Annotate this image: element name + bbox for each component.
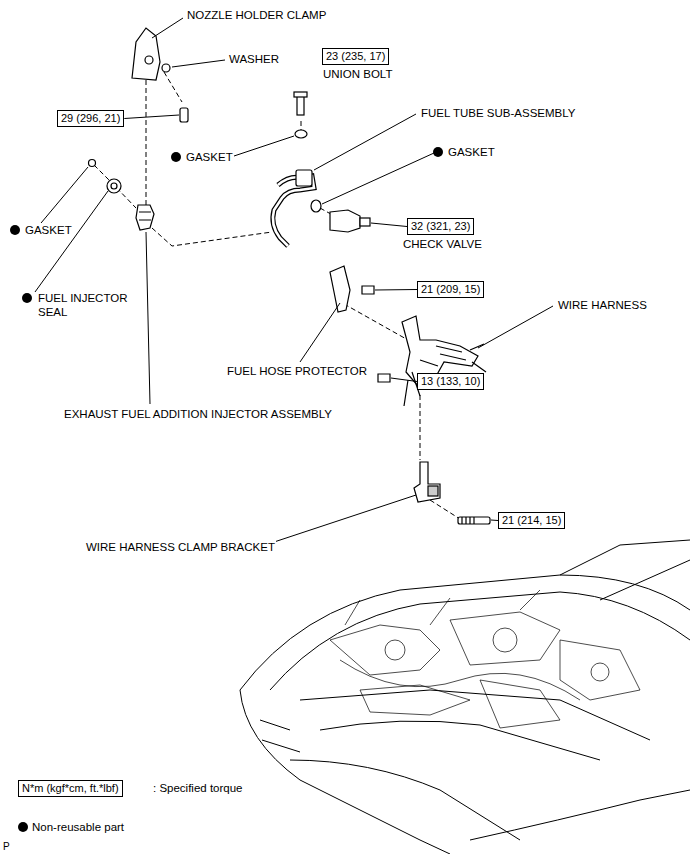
stud-bolt (458, 517, 490, 524)
leader-line (35, 191, 108, 292)
part-label: WIRE HARNESS CLAMP BRACKET (85, 540, 276, 554)
leader-line (322, 153, 434, 204)
part-label: EXHAUST FUEL ADDITION INJECTOR ASSEMBLY (63, 407, 333, 421)
bolt (180, 108, 188, 122)
leader-line (300, 303, 340, 362)
torque-value: 23 (235, 17) (326, 50, 385, 62)
part-label: GASKET (24, 223, 73, 237)
legend-text: Non-reusable part (32, 821, 124, 833)
gasket (295, 130, 307, 138)
parts (89, 28, 491, 524)
leader-line (371, 223, 407, 227)
torque-box: 32 (321, 23) (407, 218, 474, 235)
clamp-bracket (414, 462, 440, 502)
injector (136, 205, 154, 230)
torque-box: 21 (209, 15) (417, 281, 484, 298)
leader-line (391, 378, 417, 382)
fuel-hose-protector (330, 266, 350, 312)
part-label: GASKET (447, 145, 496, 159)
leader-line (146, 232, 150, 404)
leader-line (172, 60, 225, 67)
part-label: WIRE HARNESS (557, 298, 648, 312)
part-label: NOZZLE HOLDER CLAMP (186, 8, 327, 22)
non-reusable-symbol (18, 822, 28, 832)
torque-box: 29 (296, 21) (57, 110, 124, 127)
bolt (362, 286, 374, 294)
gasket (89, 160, 96, 167)
assembly-lines (94, 72, 460, 519)
torque-value: 21 (214, 15) (502, 514, 561, 526)
part-label: FUEL TUBE SUB-ASSEMBLY (420, 106, 576, 120)
leader-line (375, 289, 417, 291)
leader-line (314, 114, 416, 170)
check-valve (330, 210, 360, 232)
torque-value: 29 (296, 21) (61, 112, 120, 124)
torque-legend-box: N*m (kgf*cm, ft.*lbf) (18, 780, 123, 797)
torque-value: 13 (133, 10) (421, 375, 480, 387)
legend-entry: Non-reusable part (18, 820, 124, 834)
leader-line (491, 520, 498, 522)
union-bolt (297, 95, 304, 115)
washer (162, 64, 170, 72)
page-code: P (2, 840, 11, 854)
leader-line (124, 115, 179, 119)
leader-line (231, 136, 294, 157)
torque-value: N*m (kgf*cm, ft.*lbf) (22, 782, 119, 794)
torque-value: 32 (321, 23) (411, 220, 470, 232)
leader-line (478, 306, 553, 348)
part-label: UNION BOLT (322, 67, 393, 81)
part-label: FUEL HOSE PROTECTOR (226, 364, 368, 378)
torque-box: 21 (214, 15) (498, 512, 565, 529)
part-label: GASKET (185, 150, 234, 164)
engine-detail (330, 590, 640, 728)
part-label: WASHER (228, 52, 280, 66)
leader-line (262, 495, 416, 546)
part-label: FUEL INJECTOR SEAL (37, 291, 133, 319)
bolt (378, 374, 390, 382)
torque-box: 23 (235, 17) (322, 48, 389, 65)
torque-box: 13 (133, 10) (417, 373, 484, 390)
injector-seal (107, 179, 121, 193)
non-reusable-marks (10, 147, 443, 303)
part-label: CHECK VALVE (402, 237, 483, 251)
gasket (311, 200, 321, 212)
vehicle-outline (240, 540, 690, 854)
part-label: : Specified torque (152, 781, 244, 795)
leader-line (36, 167, 88, 229)
torque-value: 21 (209, 15) (421, 283, 480, 295)
leader-line (152, 18, 183, 38)
